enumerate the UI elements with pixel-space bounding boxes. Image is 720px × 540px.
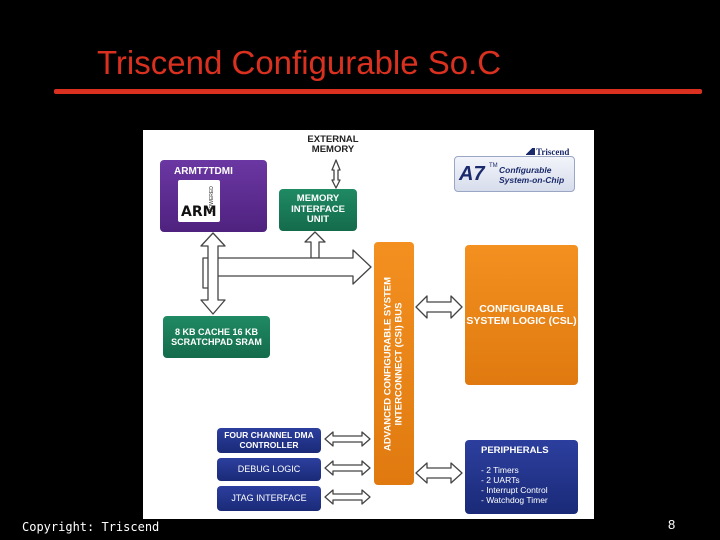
arm-logo-text: ARM: [181, 204, 217, 220]
arrow-bus-csl: [415, 295, 463, 319]
dma-controller-block: FOUR CHANNEL DMA CONTROLLER: [217, 428, 321, 453]
peripheral-item: - Watchdog Timer: [481, 495, 548, 506]
arrow-debug-bus: [324, 460, 371, 476]
a7-trademark: TM: [489, 163, 498, 169]
arm-block-label: ARMT7TDMI: [174, 166, 233, 177]
triscend-logo-mark-icon: [526, 148, 535, 155]
arm-logo: ARM POWERED: [178, 180, 220, 222]
a7-tagline-2: System-on-Chip: [499, 175, 565, 185]
copyright-footer: Copyright: Triscend: [22, 520, 160, 534]
arrow-jtag-bus: [324, 489, 371, 505]
soc-block-diagram: EXTERNAL MEMORY ARMT7TDMI ARM POWERED ME…: [143, 130, 594, 519]
a7-tagline-1: Configurable: [499, 165, 552, 175]
page-number: 8: [668, 517, 676, 532]
a7-product-badge: A7 TM Configurable System-on-Chip: [454, 156, 575, 192]
peripheral-item: - 2 UARTs: [481, 475, 520, 486]
triscend-logo-text: Triscend: [536, 147, 570, 157]
csi-bus-block: ADVANCED CONFIGURABLE SYSTEM INTERCONNEC…: [374, 242, 414, 485]
triscend-brand-logo: Triscend: [526, 147, 569, 157]
arrow-arm-cache: [200, 232, 226, 315]
jtag-interface-block: JTAG INTERFACE: [217, 486, 321, 511]
peripheral-item: - Interrupt Control: [481, 485, 548, 496]
arrow-dma-bus: [324, 431, 371, 447]
slide-title: Triscend Configurable So.C: [97, 44, 502, 81]
external-memory-label: EXTERNAL MEMORY: [307, 134, 359, 156]
peripheral-item: - 2 Timers: [481, 464, 519, 475]
peripherals-block: PERIPHERALS - 2 Timers - 2 UARTs - Inter…: [465, 440, 578, 514]
configurable-system-logic-block: CONFIGURABLE SYSTEM LOGIC (CSL): [465, 245, 578, 385]
memory-interface-unit-block: MEMORY INTERFACE UNIT: [279, 189, 357, 231]
debug-logic-block: DEBUG LOGIC: [217, 458, 321, 481]
arm-logo-powered: POWERED: [209, 186, 215, 212]
cache-sram-block: 8 KB CACHE 16 KB SCRATCHPAD SRAM: [163, 316, 270, 358]
arrow-miu-bus: [304, 231, 326, 259]
connection-arrows: [200, 159, 463, 505]
title-underline: [54, 89, 702, 94]
arrow-extmem-miu: [331, 159, 341, 189]
arrow-bus-periph: [415, 462, 463, 484]
csi-bus-label: ADVANCED CONFIGURABLE SYSTEM INTERCONNEC…: [382, 276, 405, 451]
a7-name: A7: [459, 163, 485, 185]
arrow-main-bus: [202, 249, 372, 289]
peripherals-title: PERIPHERALS: [481, 445, 549, 456]
